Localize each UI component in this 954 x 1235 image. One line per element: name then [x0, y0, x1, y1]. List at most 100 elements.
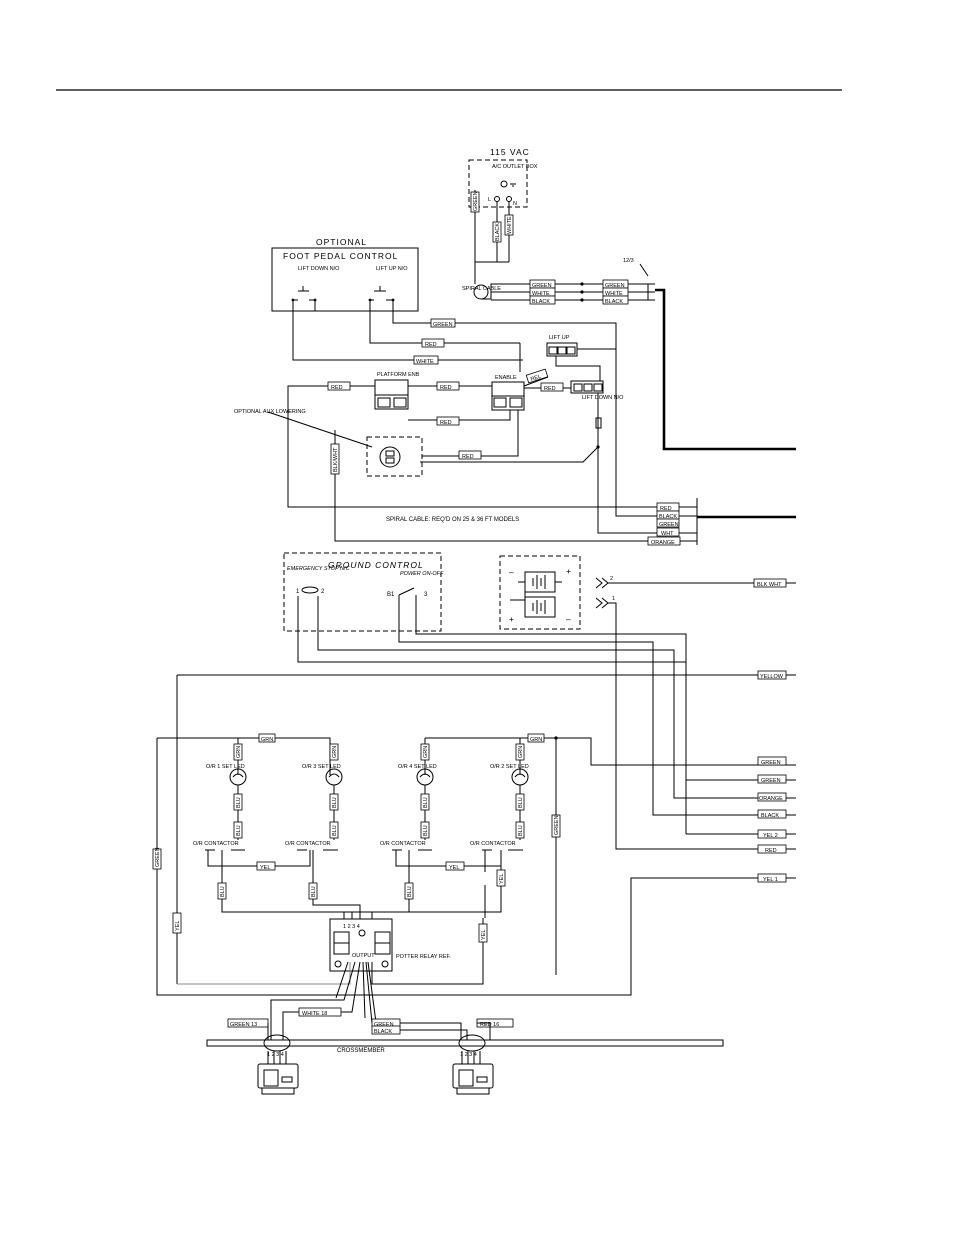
- svg-text:3: 3: [424, 592, 428, 598]
- svg-text:BLU: BLU: [236, 825, 242, 836]
- battery-box: [499, 555, 581, 630]
- svg-text:RED: RED: [425, 342, 437, 348]
- svg-text:O/R CONTACTOR: O/R CONTACTOR: [285, 841, 331, 847]
- svg-text:RED: RED: [544, 386, 556, 392]
- svg-text:1: 1: [296, 589, 300, 595]
- svg-text:GRN: GRN: [261, 737, 273, 743]
- svg-text:POWER ON-OFF: POWER ON-OFF: [400, 571, 444, 577]
- svg-text:2: 2: [610, 576, 613, 582]
- svg-text:GREEN: GREEN: [761, 760, 781, 766]
- svg-text:RED: RED: [331, 385, 343, 391]
- svg-text:ENABLE: ENABLE: [495, 375, 517, 381]
- svg-text:OUTPUT: OUTPUT: [352, 953, 375, 959]
- svg-text:2: 2: [321, 589, 325, 595]
- svg-text:PLATFORM ENB: PLATFORM ENB: [377, 372, 420, 378]
- svg-text:YEL: YEL: [449, 865, 459, 871]
- svg-text:YEL 1: YEL 1: [763, 877, 778, 883]
- svg-text:BLU: BLU: [518, 825, 524, 836]
- aux-lowering-box: [366, 436, 423, 477]
- sensor-right-icon: [452, 1063, 494, 1095]
- svg-text:BLACK: BLACK: [374, 1029, 392, 1035]
- svg-text:BLU: BLU: [423, 825, 429, 836]
- svg-text:RED: RED: [440, 420, 452, 426]
- svg-text:RED: RED: [440, 385, 452, 391]
- svg-text:+: +: [566, 566, 572, 576]
- spiral-note: SPIRAL CABLE: REQ'D ON 25 & 36 FT MODELS: [386, 517, 519, 523]
- svg-text:LIFT DOWN N/O: LIFT DOWN N/O: [298, 266, 340, 272]
- svg-text:BLK/WHT: BLK/WHT: [333, 447, 339, 472]
- outlet-label: A/C OUTLET BOX: [492, 164, 538, 170]
- battery-1-icon: [524, 571, 556, 593]
- svg-text:BLACK: BLACK: [605, 299, 623, 305]
- svg-text:BLU: BLU: [407, 886, 413, 897]
- aux-lowering-label: OPTIONAL AUX LOWERING: [234, 409, 306, 415]
- svg-text:LIFT DOWN N/O: LIFT DOWN N/O: [582, 395, 624, 401]
- svg-text:–: –: [566, 614, 572, 624]
- ground-control-title: GROUND CONTROL: [328, 560, 424, 570]
- sensor-left-icon: [257, 1063, 299, 1095]
- led-2: GRN BLU BLU O/R 2 SET LED: [490, 743, 529, 840]
- svg-text:RED: RED: [462, 454, 474, 460]
- svg-text:GRN: GRN: [518, 746, 524, 758]
- optional-title: OPTIONAL: [316, 237, 367, 247]
- svg-text:BLACK: BLACK: [495, 223, 501, 241]
- svg-text:WHITE: WHITE: [416, 359, 434, 365]
- svg-text:BLACK: BLACK: [761, 813, 779, 819]
- led-3: GRN BLU BLU O/R 3 SET LED: [302, 743, 343, 840]
- main-cable-thick: [655, 288, 796, 451]
- svg-text:BLACK: BLACK: [532, 299, 550, 305]
- spiral-cable-label: SPIRAL CABLE: [462, 286, 501, 292]
- svg-text:1 2 3 4: 1 2 3 4: [343, 924, 360, 930]
- svg-text:GREEN: GREEN: [532, 283, 552, 289]
- svg-text:WHITE: WHITE: [507, 216, 513, 234]
- svg-text:+: +: [509, 614, 515, 624]
- svg-text:GREEN: GREEN: [554, 815, 560, 835]
- svg-text:O/R CONTACTOR: O/R CONTACTOR: [380, 841, 426, 847]
- svg-text:GREEN: GREEN: [374, 1022, 394, 1028]
- svg-text:GREEN: GREEN: [433, 322, 453, 328]
- svg-text:O/R 2 SET LED: O/R 2 SET LED: [490, 764, 529, 770]
- svg-text:O/R 3 SET LED: O/R 3 SET LED: [302, 764, 341, 770]
- svg-text:LIFT UP N/O: LIFT UP N/O: [376, 266, 408, 272]
- svg-text:BLU: BLU: [311, 886, 317, 897]
- svg-text:GRN: GRN: [423, 746, 429, 758]
- svg-text:BLK WHT: BLK WHT: [757, 582, 782, 588]
- svg-text:ORANGE: ORANGE: [759, 796, 783, 802]
- led-4: GRN BLU BLU O/R 4 SET LED: [398, 743, 437, 840]
- svg-text:ORANGE: ORANGE: [651, 540, 675, 546]
- connector-1-icon: [595, 597, 609, 609]
- crossmember-label: CROSSMEMBER: [337, 1048, 385, 1054]
- svg-text:YELLOW: YELLOW: [760, 674, 784, 680]
- svg-text:RED: RED: [660, 506, 672, 512]
- cable-gauge: 12/3: [623, 258, 634, 264]
- svg-text:REL: REL: [530, 374, 542, 383]
- outlet-socket-icon: [500, 180, 508, 188]
- svg-text:GRN: GRN: [530, 737, 542, 743]
- svg-text:YEL 2: YEL 2: [763, 833, 778, 839]
- svg-text:WHT: WHT: [661, 531, 674, 537]
- svg-text:GREEN: GREEN: [659, 522, 679, 528]
- power-title: 115 VAC: [490, 147, 530, 157]
- svg-text:BLU: BLU: [332, 797, 338, 808]
- svg-text:O/R 1 SET LED: O/R 1 SET LED: [206, 764, 245, 770]
- svg-text:BLU: BLU: [332, 825, 338, 836]
- svg-text:BLU: BLU: [518, 797, 524, 808]
- svg-text:O/R CONTACTOR: O/R CONTACTOR: [470, 841, 516, 847]
- connector-2-icon: [595, 577, 609, 589]
- svg-text:EMERGENCY STOP N/C: EMERGENCY STOP N/C: [287, 566, 350, 572]
- svg-text:1: 1: [612, 596, 615, 602]
- potter-relay-label: POTTER RELAY REF.: [396, 954, 451, 960]
- svg-text:YEL: YEL: [499, 874, 505, 884]
- svg-text:GREEN 13: GREEN 13: [230, 1022, 257, 1028]
- svg-text:O/R 4 SET LED: O/R 4 SET LED: [398, 764, 437, 770]
- svg-text:N: N: [513, 201, 517, 207]
- svg-text:BLU: BLU: [220, 886, 226, 897]
- svg-text:YEL: YEL: [175, 921, 181, 931]
- svg-text:YEL: YEL: [260, 865, 270, 871]
- svg-text:WHITE: WHITE: [532, 291, 550, 297]
- svg-text:BLU: BLU: [423, 797, 429, 808]
- svg-text:BLACK: BLACK: [659, 514, 677, 520]
- crossmember: [206, 1039, 724, 1047]
- svg-text:RED: RED: [765, 848, 777, 854]
